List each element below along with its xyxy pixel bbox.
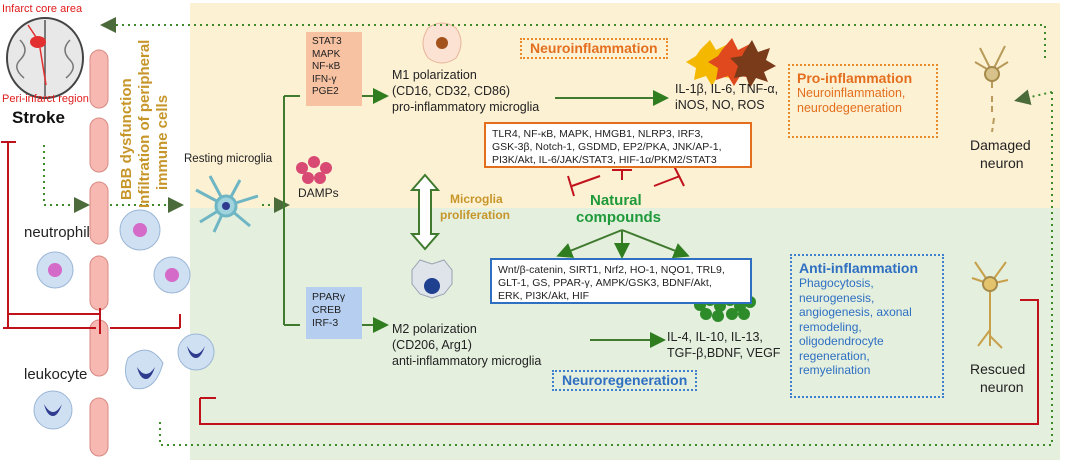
m1-factor: NF-κB [312,61,341,73]
damps-label: DAMPs [298,186,339,200]
m1-polarization-title: M1 polarization [392,68,477,82]
m2-cytokines-2: TGF-β,BDNF, VEGF [667,346,781,360]
pathway-line: PI3K/Akt, IL-6/JAK/STAT3, HIF-1α/PKM2/ST… [492,154,717,167]
m2-factor: PPARγ [312,291,346,303]
anti-inflammation-text: remodeling, [799,319,862,334]
m2-microglia-icon [411,259,453,299]
pathway-line: TLR4, NF-κB, MAPK, HMGB1, NLRP3, IRF3, [492,128,704,140]
resting-microglia-label: Resting microglia [184,153,273,165]
neuroinflammation-label: Neuroinflammation [520,38,668,59]
damaged-neuron-label-1: Damaged [970,137,1031,153]
m1-factor: IFN-γ [312,73,337,85]
m1-factor-box: STAT3 MAPK NF-κB IFN-γ PGE2 [306,32,362,106]
blood-vessel [89,49,109,457]
proliferation-label-2: proliferation [440,208,511,222]
rescued-neuron-icon [971,261,1009,349]
infarct-core-label: Infarct core area [2,3,83,15]
m2-polarization-title: M2 polarization [392,322,477,336]
peri-infarct-label: Peri-infarct region [2,93,89,105]
pathway-line: ERK, PI3K/Akt, HIF [498,290,590,303]
polarization-arrows [283,88,690,348]
pathway-dotted-arrows [43,17,1053,446]
anti-inflammation-text: angiogenesis, axonal [799,305,912,319]
damaged-neuron-label-2: neuron [980,155,1024,171]
inhibited-pathways-box: TLR4, NF-κB, MAPK, HMGB1, NLRP3, IRF3, G… [484,122,752,168]
m1-cytokines-2: iNOS, NO, ROS [675,98,765,112]
activated-pathways-box: Wnt/β-catenin, SIRT1, Nrf2, HO-1, NQO1, … [490,258,752,304]
brain-icon [6,17,84,99]
cytokine-icon [686,38,776,88]
bbb-label: BBB dysfunction [118,78,135,200]
rescued-neuron-label-2: neuron [980,379,1024,395]
anti-inflammation-title: Anti-inflammation [799,260,918,276]
anti-inflammation-text: Phagocytosis, [799,276,874,290]
pro-inflammation-box: Pro-inflammation Neuroinflammation, neur… [788,64,938,138]
m2-markers: (CD206, Arg1) [392,338,472,352]
neutrophil-label: neutrophil [24,224,90,241]
pathway-line: GLT-1, GS, PPAR-γ, AMPK/GSK3, BDNF/Akt, [498,277,712,290]
anti-inflammation-text: oligodendrocyte [799,334,884,348]
m2-factor: IRF-3 [312,317,339,329]
neuroregeneration-label: Neuroregeneration [552,370,698,391]
m2-description: anti-inflammatory microglia [392,354,542,368]
inhibition-bars [1,141,1039,425]
immune-cells-label: immune cells [154,94,171,190]
rescued-neuron-label-1: Rescued [970,361,1026,377]
stroke-title: Stroke [12,108,65,127]
proliferation-double-arrow [409,173,441,251]
leukocyte-label: leukocyte [24,366,88,383]
damaged-neuron-icon [974,45,1009,133]
m1-cytokines-1: IL-1β, IL-6, TNF-α, [675,82,779,96]
leukocyte-cell-icon [33,333,215,430]
pro-inflammation-text: Neuroinflammation, [797,86,906,100]
proliferation-label-1: Microglia [450,192,503,206]
damps-icon [296,156,332,184]
m2-factor: CREB [312,304,342,316]
m1-markers: (CD16, CD32, CD86) [392,84,511,98]
m1-factor: PGE2 [312,86,339,98]
m1-microglia-icon [422,22,462,64]
m1-factor: STAT3 [312,36,342,47]
pathway-line: Wnt/β-catenin, SIRT1, Nrf2, HO-1, NQO1, … [498,264,725,276]
pro-inflammation-title: Pro-inflammation [797,70,913,86]
anti-inflammation-box: Anti-inflammation Phagocytosis, neurogen… [790,254,944,398]
m1-factor: MAPK [312,48,341,60]
m1-description: pro-inflammatory microglia [392,100,540,114]
anti-inflammation-text: remyelination [799,363,871,377]
m2-cytokines-1: IL-4, IL-10, IL-13, [667,330,763,344]
m2-factor-box: PPARγ CREB IRF-3 [306,287,362,339]
anti-inflammation-text: regeneration, [799,348,870,363]
resting-microglia-icon [195,175,259,233]
pathway-line: GSK-3β, Notch-1, GSDMD, EP2/PKA, JNK/AP-… [492,141,722,154]
anti-inflammation-text: neurogenesis, [799,290,875,305]
natural-compounds-label-2: compounds [576,209,661,226]
natural-compounds-label-1: Natural [590,192,642,209]
neutrophil-cell-icon [36,209,191,294]
pro-inflammation-text: neurodegeneration [797,101,902,115]
infiltration-label: Infiltration of peripheral [136,39,153,208]
